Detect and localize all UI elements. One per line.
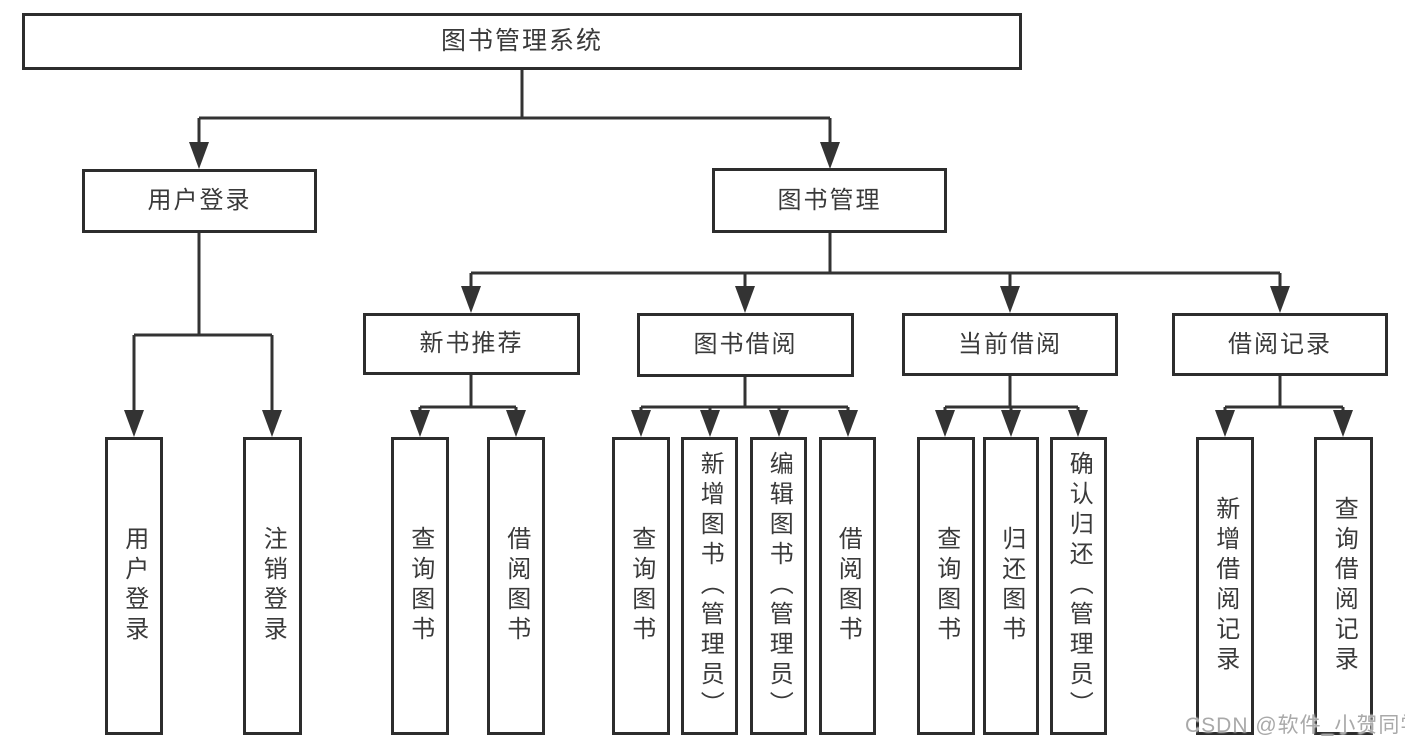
connector-arrows — [124, 142, 1353, 437]
node-new-book-recommend-label: 新书推荐 — [419, 330, 524, 358]
node-leaf-bb-add-books-admin-label: 新增图书（管理员） — [696, 451, 724, 721]
node-leaf-cb-confirm-return-admin-label: 确认归还（管理员） — [1065, 451, 1093, 721]
node-leaf-cb-return-books: 归还图书 — [983, 437, 1039, 735]
node-leaf-bb-query-books: 查询图书 — [612, 437, 670, 735]
node-current-borrowing: 当前借阅 — [902, 313, 1118, 376]
node-borrowing-records-label: 借阅记录 — [1228, 330, 1332, 358]
node-leaf-cb-confirm-return-admin: 确认归还（管理员） — [1050, 437, 1107, 735]
node-leaf-nb-borrow-books-label: 借阅图书 — [502, 526, 530, 646]
node-leaf-cb-query-books-label: 查询图书 — [932, 526, 960, 646]
node-leaf-bb-add-books-admin: 新增图书（管理员） — [681, 437, 738, 735]
node-leaf-user-login-label: 用户登录 — [120, 526, 148, 646]
node-book-borrowing: 图书借阅 — [637, 313, 854, 377]
node-leaf-br-query-record: 查询借阅记录 — [1314, 437, 1373, 735]
node-leaf-bb-borrow-books-label: 借阅图书 — [834, 526, 862, 646]
node-leaf-cb-return-books-label: 归还图书 — [997, 526, 1025, 646]
node-book-borrowing-label: 图书借阅 — [693, 331, 798, 359]
node-leaf-nb-query-books-label: 查询图书 — [406, 526, 434, 646]
node-borrowing-records: 借阅记录 — [1172, 313, 1388, 376]
node-leaf-bb-edit-books-admin-label: 编辑图书（管理员） — [765, 451, 793, 721]
node-user-login: 用户登录 — [82, 169, 317, 233]
node-leaf-br-query-record-label: 查询借阅记录 — [1330, 496, 1358, 676]
node-user-login-label: 用户登录 — [147, 187, 252, 215]
node-leaf-br-add-record-label: 新增借阅记录 — [1211, 496, 1239, 676]
node-library-system-label: 图书管理系统 — [440, 27, 603, 56]
node-book-management: 图书管理 — [712, 168, 947, 233]
node-leaf-br-add-record: 新增借阅记录 — [1196, 437, 1254, 735]
node-book-management-label: 图书管理 — [777, 186, 882, 214]
tree-edges — [132, 70, 1345, 412]
node-leaf-bb-borrow-books: 借阅图书 — [819, 437, 876, 735]
node-library-system: 图书管理系统 — [22, 13, 1022, 70]
node-leaf-user-login: 用户登录 — [105, 437, 163, 735]
node-current-borrowing-label: 当前借阅 — [958, 330, 1062, 358]
node-leaf-bb-edit-books-admin: 编辑图书（管理员） — [750, 437, 807, 735]
node-leaf-nb-borrow-books: 借阅图书 — [487, 437, 545, 735]
node-leaf-logout: 注销登录 — [243, 437, 302, 735]
node-leaf-cb-query-books: 查询图书 — [917, 437, 975, 735]
node-new-book-recommend: 新书推荐 — [363, 313, 580, 375]
node-leaf-logout-label: 注销登录 — [259, 526, 287, 646]
csdn-watermark: CSDN @软件_小贺同学 — [1185, 714, 1405, 737]
node-leaf-bb-query-books-label: 查询图书 — [627, 526, 655, 646]
node-leaf-nb-query-books: 查询图书 — [391, 437, 449, 735]
